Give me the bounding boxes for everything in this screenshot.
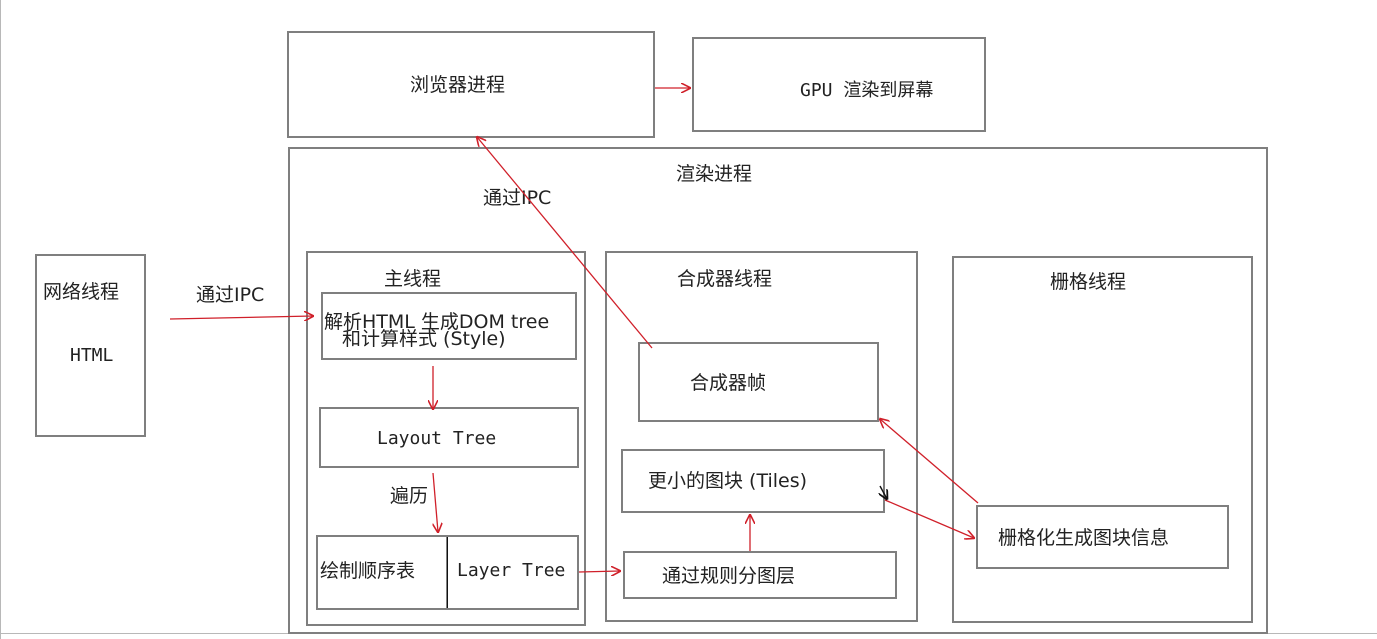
html-label: HTML: [70, 345, 114, 366]
arrow-network-to-main: [169, 316, 313, 319]
arrow-compositor-to-browser: [477, 137, 653, 349]
layer-by-rules-label: 通过规则分图层: [662, 565, 796, 587]
raster-info-box[interactable]: [976, 505, 1229, 569]
layer-by-rules-box[interactable]: [623, 551, 897, 599]
layer-divider: [447, 537, 448, 608]
browser-process-label: 浏览器进程: [410, 74, 506, 96]
arrow-raster-to-tiles: [880, 485, 887, 499]
gpu-render-label: GPU 渲染到屏幕: [800, 80, 934, 101]
tiles-label: 更小的图块 (Tiles): [648, 470, 808, 492]
arrow-tiles-to-raster: [884, 499, 974, 538]
network-thread-box[interactable]: [35, 254, 146, 437]
ipc-network-label: 通过IPC: [196, 284, 265, 306]
network-thread-label: 网络线程: [43, 281, 120, 303]
ipc-browser-label: 通过IPC: [483, 187, 552, 209]
layer-tree-box[interactable]: [446, 535, 579, 610]
compositor-frame-label: 合成器帧: [690, 372, 767, 394]
layout-tree-label: Layout Tree: [377, 428, 497, 449]
traverse-label: 遍历: [390, 485, 429, 507]
arrow-layout-to-paint: [433, 472, 438, 532]
raster-info-label: 栅格化生成图块信息: [998, 527, 1170, 549]
tiles-box[interactable]: [621, 449, 885, 513]
parse-html-box[interactable]: [321, 292, 577, 360]
compositor-frame-box[interactable]: [638, 342, 879, 422]
arrow-layertree-to-rules: [578, 571, 620, 572]
arrow-raster-to-compositor: [880, 419, 979, 504]
parse-html-label-line2: 和计算样式 (Style): [342, 328, 506, 350]
compositor-thread-label: 合成器线程: [677, 268, 773, 290]
layer-tree-label: Layer Tree: [457, 560, 566, 581]
gpu-render-box[interactable]: [692, 37, 986, 132]
main-thread-label: 主线程: [384, 268, 442, 290]
render-process-label: 渲染进程: [676, 163, 753, 185]
canvas-left-border: [0, 0, 1, 639]
layout-tree-box[interactable]: [319, 407, 579, 468]
parse-html-label-line1: 解析HTML 生成DOM tree: [324, 311, 550, 333]
raster-thread-label: 栅格线程: [1050, 271, 1127, 293]
paint-order-box[interactable]: [316, 535, 448, 610]
browser-process-box[interactable]: [287, 31, 655, 138]
paint-order-label: 绘制顺序表: [320, 560, 416, 582]
